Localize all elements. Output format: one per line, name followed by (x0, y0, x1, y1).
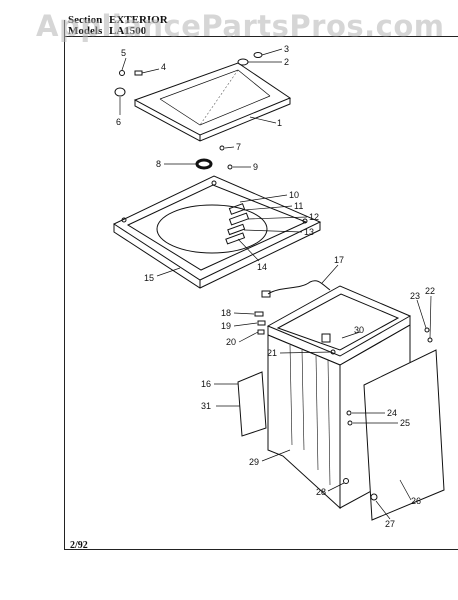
power-cord (261, 280, 331, 298)
callout-28: 28 (316, 487, 326, 497)
callout-23: 23 (410, 291, 420, 301)
callout-16: 16 (201, 379, 211, 389)
callout-26: 26 (411, 496, 421, 506)
callout-2: 2 (284, 57, 289, 67)
callout-22: 22 (425, 286, 435, 296)
models-label: Models (68, 25, 103, 37)
section-heading: Section EXTERIOR (68, 14, 168, 26)
frame-bottom-rule (64, 549, 458, 550)
callout-10: 10 (289, 190, 299, 200)
callout-7: 7 (236, 142, 241, 152)
models-value: LA1500 (108, 25, 147, 37)
callout-8: 8 (156, 159, 161, 169)
rear-panel (363, 349, 445, 521)
revision-date: 2/92 (70, 540, 88, 551)
callout-11: 11 (294, 201, 303, 211)
callout-30: 30 (354, 325, 364, 335)
callout-13: 13 (304, 227, 314, 237)
watermark: AppliancePartsPros.com (36, 9, 445, 43)
top-panel (112, 175, 322, 289)
section-label: Section (68, 14, 103, 26)
callout-17: 17 (334, 255, 344, 265)
callout-labels: 1 2 3 4 5 6 7 8 9 10 11 12 13 14 15 16 1… (116, 44, 435, 529)
frame-left-rule (64, 20, 65, 550)
leader-lines (119, 48, 432, 520)
side-panel (237, 371, 267, 437)
callout-6: 6 (116, 117, 121, 127)
callout-1: 1 (277, 118, 282, 128)
callout-15: 15 (144, 273, 154, 283)
callout-14: 14 (257, 262, 267, 272)
callout-21: 21 (267, 348, 277, 358)
cabinet-hardware (254, 311, 433, 501)
callout-4: 4 (161, 62, 166, 72)
callout-29: 29 (249, 457, 259, 467)
callout-24: 24 (387, 408, 397, 418)
callout-19: 19 (221, 321, 231, 331)
callout-18: 18 (221, 308, 231, 318)
callout-20: 20 (226, 337, 236, 347)
models-heading: Models LA1500 (68, 25, 146, 37)
callout-9: 9 (253, 162, 258, 172)
section-value: EXTERIOR (108, 14, 168, 26)
callout-3: 3 (284, 44, 289, 54)
callout-31: 31 (201, 401, 211, 411)
callout-5: 5 (121, 48, 126, 58)
frame-top-rule (64, 36, 458, 37)
top-cover (133, 62, 292, 142)
callout-27: 27 (385, 519, 395, 529)
callout-12: 12 (309, 212, 319, 222)
callout-25: 25 (400, 418, 410, 428)
